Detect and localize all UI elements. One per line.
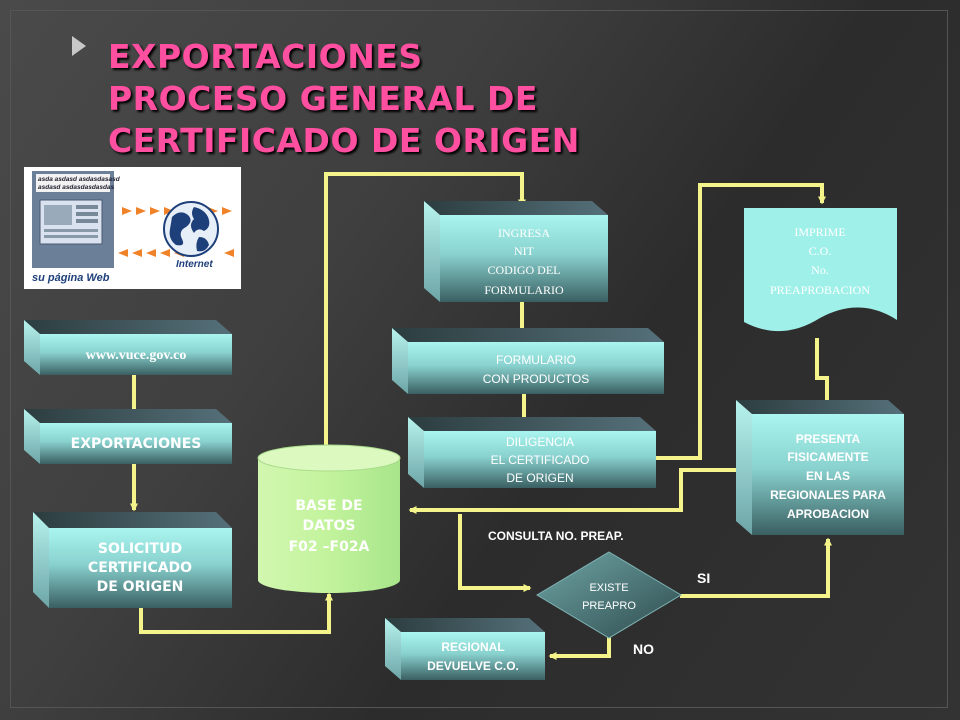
diligencia-line-3: DE ORIGEN	[506, 471, 573, 485]
node-existe-decision: EXISTE PREAPRO	[536, 551, 682, 639]
node-imprime: IMPRIME C.O. No. PREAPROBACION	[744, 208, 897, 332]
slide-title: EXPORTACIONES PROCESO GENERAL DE CERTIFI…	[108, 36, 580, 162]
presenta-line-1: PRESENTA	[796, 432, 861, 446]
node-solicitud: SOLICITUD CERTIFICADO DE ORIGEN	[33, 512, 232, 608]
existe-line-1: EXISTE	[589, 582, 628, 594]
connector-existe-presenta	[680, 537, 832, 598]
internet-caption: Internet	[176, 259, 213, 270]
globe-icon	[163, 201, 219, 257]
si-label: SI	[697, 570, 710, 586]
base-datos-line-1: BASE DE	[295, 498, 362, 514]
title-line-3: CERTIFICADO DE ORIGEN	[108, 121, 580, 160]
title-line-1: EXPORTACIONES	[108, 37, 423, 76]
node-base-datos: BASE DE DATOS F02 –F02A	[257, 444, 401, 593]
regional-line-1: REGIONAL	[441, 640, 504, 654]
existe-line-2: PREAPRO	[582, 600, 636, 612]
ingresa-line-1: INGRESA	[498, 226, 550, 240]
connector-solicitud-base	[139, 592, 333, 634]
node-diligencia: DILIGENCIA EL CERTIFICADO DE ORIGEN	[408, 417, 656, 488]
ingresa-line-2: NIT	[514, 244, 535, 258]
imprime-line-3: No.	[811, 263, 829, 277]
node-vuce: www.vuce.gov.co	[24, 320, 232, 375]
formulario-line-1: FORMULARIO	[496, 353, 576, 367]
node-regional: REGIONAL DEVUELVE C.O.	[385, 618, 545, 680]
presenta-line-3: EN LAS	[806, 469, 850, 483]
ingresa-line-4: FORMULARIO	[484, 283, 564, 297]
node-presenta: PRESENTA FISICAMENTE EN LAS REGIONALES P…	[736, 400, 904, 535]
solicitud-line-3: DE ORIGEN	[97, 579, 184, 595]
base-datos-line-2: DATOS	[303, 518, 356, 534]
base-datos-line-3: F02 –F02A	[289, 539, 370, 555]
web-header-line-1: asda asdasd asdasdasasd	[38, 176, 121, 183]
consulta-label: CONSULTA NO. PREAP.	[488, 529, 624, 543]
exportaciones-line-1: EXPORTACIONES	[71, 436, 202, 452]
connector-imprime-presenta	[815, 338, 831, 414]
node-exportaciones: EXPORTACIONES	[24, 409, 232, 464]
presenta-line-5: APROBACION	[787, 507, 869, 521]
presenta-line-4: REGIONALES PARA	[770, 488, 886, 502]
no-label: NO	[633, 641, 654, 657]
vuce-line-1: www.vuce.gov.co	[86, 348, 187, 363]
web-caption: su página Web	[32, 272, 110, 284]
imprime-line-1: IMPRIME	[794, 225, 845, 239]
transfer-arrows-icon	[118, 207, 234, 257]
diligencia-line-2: EL CERTIFICADO	[491, 453, 590, 467]
slide-frame	[10, 10, 948, 708]
ingresa-line-3: CODIGO DEL	[488, 263, 561, 277]
imprime-line-4: PREAPROBACION	[770, 283, 870, 297]
web-header-line-2: asdasd asdasdasdasdas	[38, 184, 115, 191]
presenta-line-2: FISICAMENTE	[787, 450, 868, 464]
connector-base-ingresa	[324, 172, 526, 447]
solicitud-line-2: CERTIFICADO	[88, 560, 192, 576]
formulario-line-2: CON PRODUCTOS	[483, 372, 589, 386]
connector-presenta-base	[408, 468, 752, 514]
regional-line-2: DEVUELVE C.O.	[427, 659, 519, 673]
connector-existe-regional	[548, 636, 611, 660]
diligencia-line-1: DILIGENCIA	[506, 435, 574, 449]
title-line-2: PROCESO GENERAL DE	[108, 79, 538, 118]
node-ingresa: INGRESA NIT CODIGO DEL FORMULARIO	[424, 201, 608, 302]
connector-diligencia-imprime	[656, 183, 826, 460]
node-formulario: FORMULARIO CON PRODUCTOS	[392, 328, 664, 394]
web-internet-image: asda asdasd asdasdasasd asdasd asdasdasd…	[24, 167, 241, 289]
solicitud-line-1: SOLICITUD	[98, 541, 182, 557]
imprime-line-2: C.O.	[809, 244, 832, 258]
title-bullet-icon	[72, 36, 86, 56]
connector-consulta-existe	[458, 514, 532, 592]
